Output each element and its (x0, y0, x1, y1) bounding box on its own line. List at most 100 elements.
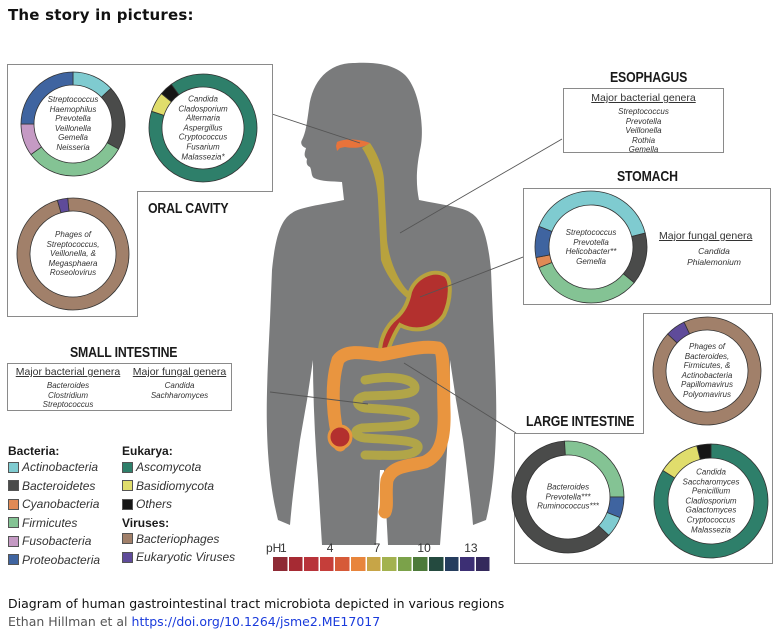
legend-label: Others (136, 497, 173, 512)
legend-label: Cyanobacteria (22, 497, 100, 512)
small-intestine-organ (351, 373, 423, 460)
genus-item: Clostridium (47, 390, 88, 400)
genus-item: Cryptococcus (178, 132, 228, 142)
legend-label: Fusobacteria (22, 534, 92, 549)
genus-item: Candida (188, 94, 218, 104)
genus-item: Cryptococcus (686, 515, 736, 525)
legend-item-bacteriophages: Bacteriophages (122, 530, 235, 549)
genus-item: Aspergillus (183, 123, 223, 133)
legend-swatch (122, 533, 133, 545)
legend-eukarya-heading: Eukarya (122, 444, 169, 458)
legend-swatch (122, 551, 133, 563)
genus-item: Bacteroides (546, 482, 590, 492)
donut-segment-others (160, 83, 180, 103)
donut-segment-ascomycota (148, 73, 258, 183)
doi-link[interactable]: https://doi.org/10.1264/jsme2.ME17017 (131, 614, 381, 629)
legend-item-fusobacteria: Fusobacteria (8, 532, 100, 551)
esophagus-title: ESOPHAGUS (610, 69, 688, 86)
legend-item-basidiomycota: Basidiomycota (122, 477, 235, 496)
legend-item-proteobacteria: Proteobacteria (8, 551, 100, 570)
genus-item: Veillonella, & (50, 249, 96, 259)
large-intestine-title: LARGE INTESTINE (526, 413, 635, 430)
legend-label: Firmicutes (22, 515, 78, 530)
ph-tick-label: 4 (326, 541, 334, 555)
donut-chart (16, 197, 130, 311)
cecum-organ (327, 424, 353, 450)
legend-label: Ascomycota (136, 460, 202, 475)
legend-label: Eukaryotic Viruses (136, 550, 236, 565)
legend-label: Bacteroidetes (22, 478, 96, 493)
genus-item: Candida (698, 246, 730, 256)
genus-item: Candida (696, 467, 726, 477)
legend-item-cyanobacteria: Cyanobacteria (8, 495, 100, 514)
genus-item: Roseolovirus (49, 268, 97, 278)
pointer-oral (271, 113, 361, 144)
donut-segment-bacteroidetes (100, 87, 126, 150)
genus-item: Candida (164, 381, 195, 390)
donut-segment-bacteroidetes (622, 232, 648, 284)
small-intestine-title: SMALL INTESTINE (70, 344, 178, 361)
ph-cell (273, 557, 288, 571)
donut-segment-proteobacteria (534, 225, 553, 258)
ph-cell (413, 557, 428, 571)
ph-cell (460, 557, 475, 571)
small-intestine-bacterial-heading: Major bacterial genera (15, 366, 121, 378)
ph-cell (304, 557, 319, 571)
small-intestine-fungal-heading: Major fungal genera (132, 366, 227, 378)
genus-item: Phages of (688, 342, 726, 352)
esophagus-bacterial-heading: Major bacterial genera (591, 92, 696, 104)
genus-item: Saccharomyces (682, 477, 740, 487)
ph-cell (288, 557, 304, 571)
genus-item: Haemophilus (49, 104, 97, 114)
donut-segment-bacteriophages (16, 197, 130, 311)
donut-segment-ascomycota (653, 443, 769, 559)
donut-segment-others (696, 443, 712, 460)
donut-segment-firmicutes (538, 261, 635, 304)
legend-item-actinobacteria: Actinobacteria (8, 458, 100, 477)
genus-item: Veillonella (54, 124, 92, 133)
donut-chart (511, 440, 625, 554)
genus-item: Phialemonium (687, 257, 741, 267)
genus-item: Phages of (54, 230, 92, 240)
genus-item: Cladiosporium (685, 496, 737, 506)
ph-tick-label: 13 (464, 541, 478, 555)
credit-authors: Ethan Hillman et al (8, 614, 128, 629)
genus-item: Gemella (628, 145, 659, 154)
genus-item: Bacteroides (46, 381, 90, 390)
legend-label: Proteobacteria (22, 552, 101, 567)
ph-cell (335, 557, 350, 571)
legend-label: Actinobacteria (22, 460, 99, 475)
legend-label: Basidiomycota (136, 478, 215, 493)
donut-chart (652, 316, 762, 426)
genus-item: Rothia (631, 135, 656, 145)
ph-label: pH (266, 541, 282, 555)
ph-cell (319, 557, 335, 571)
pointer-esophagus (399, 138, 563, 234)
genus-item: Megasphaera (48, 258, 98, 268)
donut-chart (148, 73, 258, 183)
legend-swatch (122, 498, 133, 510)
stomach-title: STOMACH (617, 168, 678, 185)
pointer-lines (269, 113, 563, 434)
genus-item: Malassezia (690, 524, 732, 534)
mouth-organ (336, 139, 370, 151)
genus-item: Streptococcus (47, 95, 99, 105)
genus-item: Actinobacteria (681, 371, 733, 380)
legend-swatch (8, 535, 19, 547)
ph-cell (444, 557, 460, 571)
genus-item: Ruminococcus*** (537, 501, 599, 511)
genus-item: Prevotella*** (545, 492, 591, 502)
ph-tick-label: 7 (373, 541, 381, 555)
genus-item: Prevotella (573, 237, 609, 247)
large-intestine-organ (326, 340, 451, 519)
stomach-fungal-heading: Major fungal genera (659, 230, 753, 242)
legend-swatch (8, 461, 19, 473)
ph-cell (429, 557, 444, 571)
